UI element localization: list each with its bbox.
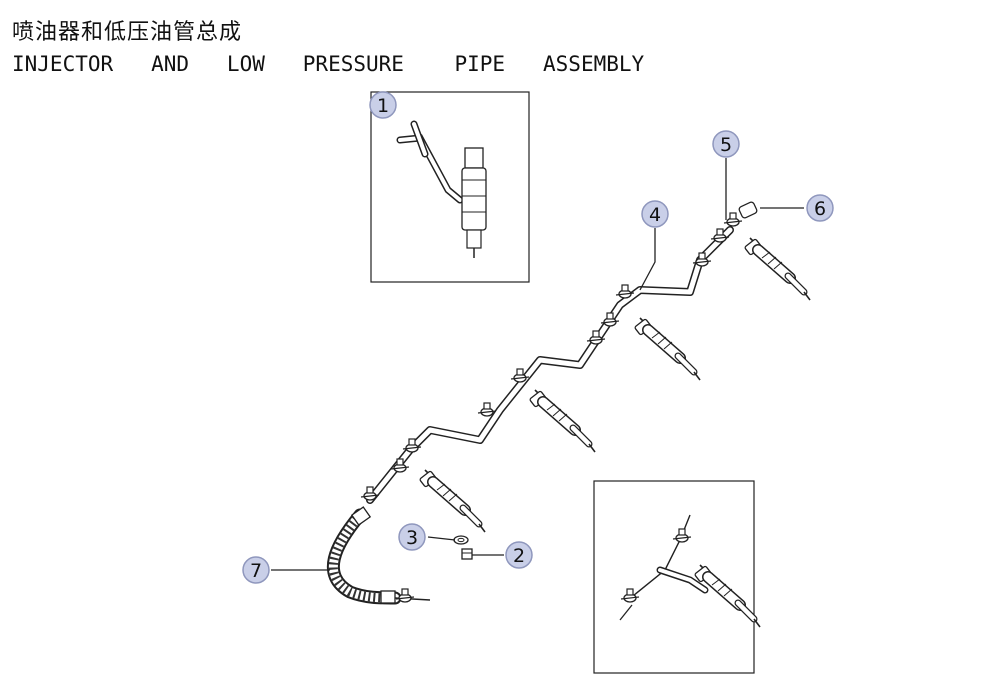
callout-3-label: 3 bbox=[406, 527, 418, 549]
callout-2: 2 bbox=[505, 541, 533, 569]
detail-pipe-junction bbox=[619, 514, 760, 627]
leader-lines bbox=[271, 158, 804, 571]
callout-7-label: 7 bbox=[250, 560, 262, 582]
callout-4-label: 4 bbox=[649, 204, 661, 226]
callout-4: 4 bbox=[641, 200, 669, 228]
diagram-title-chinese: 喷油器和低压油管总成 bbox=[12, 20, 243, 45]
flexible-return-hose bbox=[326, 506, 431, 605]
callout-2-label: 2 bbox=[513, 545, 525, 567]
detail-frame-bottom bbox=[593, 480, 755, 674]
callout-6-label: 6 bbox=[814, 198, 826, 220]
seal-washer bbox=[453, 535, 469, 545]
nut bbox=[461, 548, 473, 560]
callout-5-label: 5 bbox=[720, 134, 732, 156]
callout-1-label: 1 bbox=[377, 95, 389, 117]
end-cap bbox=[738, 201, 758, 219]
callout-5: 5 bbox=[712, 130, 740, 158]
diagram-title-english: INJECTOR AND LOW PRESSURE PIPE ASSEMBLY bbox=[12, 52, 645, 76]
callout-3: 3 bbox=[398, 523, 426, 551]
callout-1: 1 bbox=[369, 91, 397, 119]
detail-frame-top bbox=[370, 91, 530, 283]
detail-injector-with-pipe bbox=[396, 120, 487, 258]
callout-7: 7 bbox=[242, 556, 270, 584]
low-pressure-pipe-run bbox=[366, 226, 734, 504]
callout-6: 6 bbox=[806, 194, 834, 222]
